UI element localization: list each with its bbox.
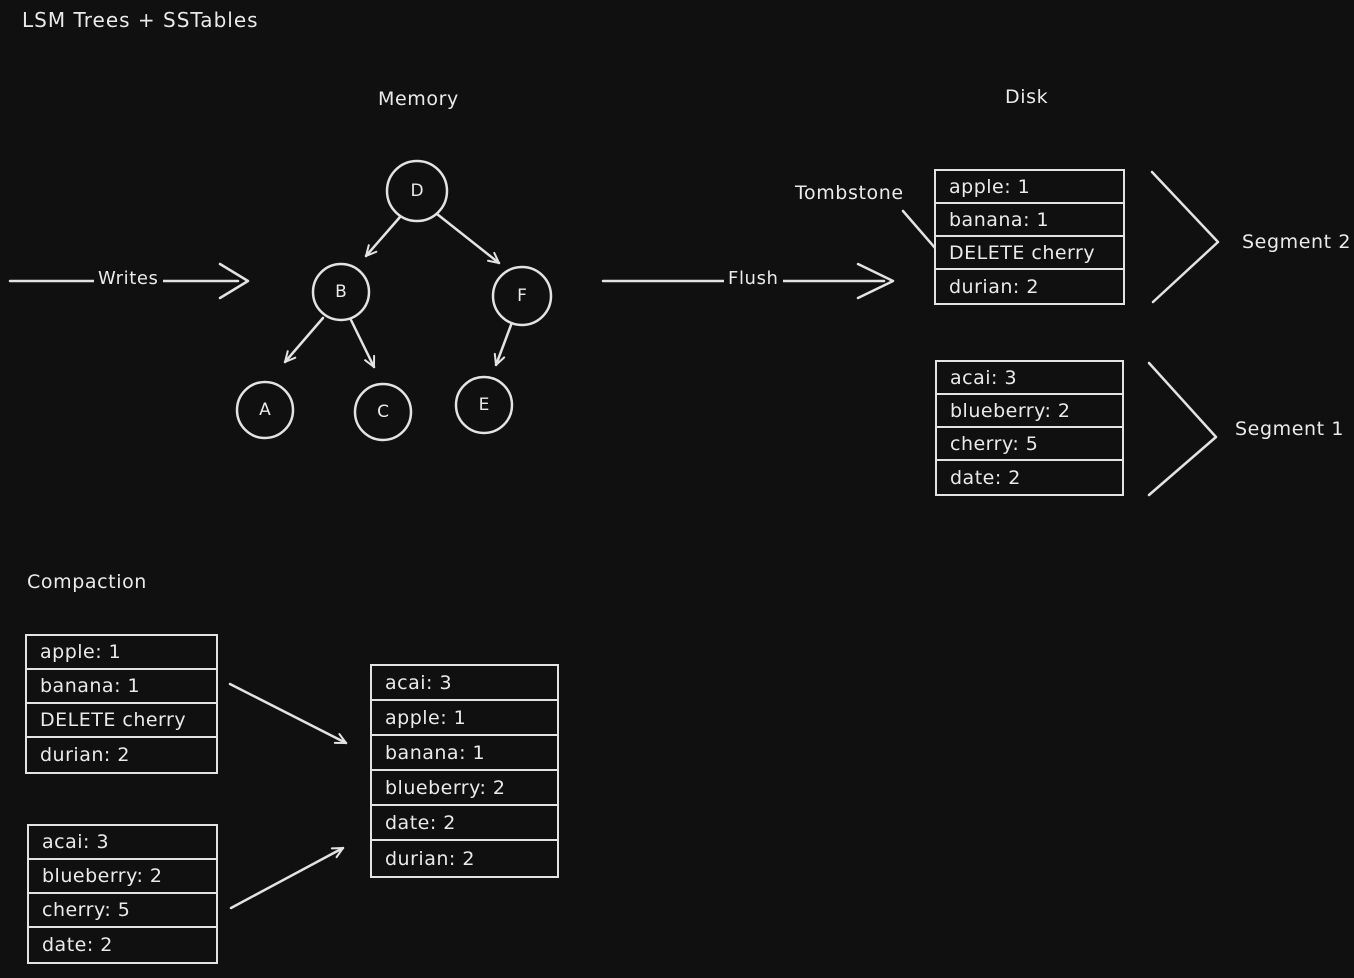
tree-node-label-b: B [335, 282, 347, 302]
compaction-merged-table: acai: 3 apple: 1 banana: 1 blueberry: 2 … [370, 664, 559, 878]
tree-node-circle-f [491, 265, 553, 327]
compaction-input-top-table: apple: 1 banana: 1 DELETE cherry durian:… [25, 634, 218, 774]
tree-edge-d-b [364, 215, 402, 258]
table-row: banana: 1 [372, 736, 557, 771]
table-row: acai: 3 [937, 362, 1122, 395]
table-row: cherry: 5 [937, 428, 1122, 461]
compaction-input-bottom-table: acai: 3 blueberry: 2 cherry: 5 date: 2 [27, 824, 218, 964]
flush-arrow-head [856, 262, 895, 300]
tree-node-label-f: F [517, 286, 527, 306]
writes-arrow-label: Writes [94, 268, 163, 289]
table-row: cherry: 5 [29, 894, 216, 928]
compaction-arrow-bottom [229, 846, 345, 910]
tree-edge-b-c [349, 318, 376, 369]
table-row: banana: 1 [27, 670, 216, 704]
page-title: LSM Trees + SSTables [22, 8, 259, 32]
tree-node-circle-a [235, 380, 295, 440]
tree-node-circle-e [454, 375, 514, 435]
memory-section-label: Memory [378, 88, 459, 110]
table-row: blueberry: 2 [29, 860, 216, 894]
segment2-brace [1150, 170, 1220, 304]
tree-node-label-a: A [259, 400, 271, 420]
table-row-tombstone: DELETE cherry [27, 704, 216, 738]
table-row: date: 2 [950, 466, 1021, 489]
disk-section-label: Disk [1005, 86, 1049, 108]
segment2-table: apple: 1 banana: 1 DELETE cherry durian:… [934, 169, 1125, 305]
table-row: blueberry: 2 [937, 395, 1122, 428]
tree-edge-f-e [493, 323, 513, 367]
table-row: date: 2 [42, 934, 113, 956]
tree-node-circle-d [385, 159, 449, 223]
tree-edge-d-f [435, 212, 501, 265]
segment1-label: Segment 1 [1235, 418, 1345, 440]
tree-node-label-c: C [377, 402, 389, 422]
writes-arrow-head [218, 262, 250, 300]
table-row: date: 2 [372, 806, 557, 841]
table-row-tombstone: DELETE cherry [936, 237, 1123, 270]
compaction-arrow-top [228, 682, 348, 745]
tombstone-label: Tombstone [795, 182, 904, 204]
table-row: blueberry: 2 [372, 771, 557, 806]
table-row: apple: 1 [372, 701, 557, 736]
tree-node-circle-b [311, 262, 371, 322]
segment2-label: Segment 2 [1242, 231, 1352, 253]
table-row: durian: 2 [385, 847, 475, 870]
table-row: durian: 2 [40, 744, 130, 766]
tree-node-label-d: D [410, 181, 424, 201]
tree-node-label-e: E [478, 395, 490, 415]
compaction-section-label: Compaction [27, 571, 147, 593]
segment1-table: acai: 3 blueberry: 2 cherry: 5 date: 2 [935, 360, 1124, 496]
table-row: acai: 3 [29, 826, 216, 860]
flush-arrow-label: Flush [724, 268, 783, 289]
segment1-brace [1147, 361, 1218, 497]
tree-node-circle-c [353, 382, 413, 442]
table-row: acai: 3 [372, 666, 557, 701]
tree-edge-b-a [283, 316, 325, 364]
table-row: apple: 1 [27, 636, 216, 670]
table-row: apple: 1 [936, 171, 1123, 204]
table-row: durian: 2 [949, 275, 1039, 298]
table-row: banana: 1 [936, 204, 1123, 237]
